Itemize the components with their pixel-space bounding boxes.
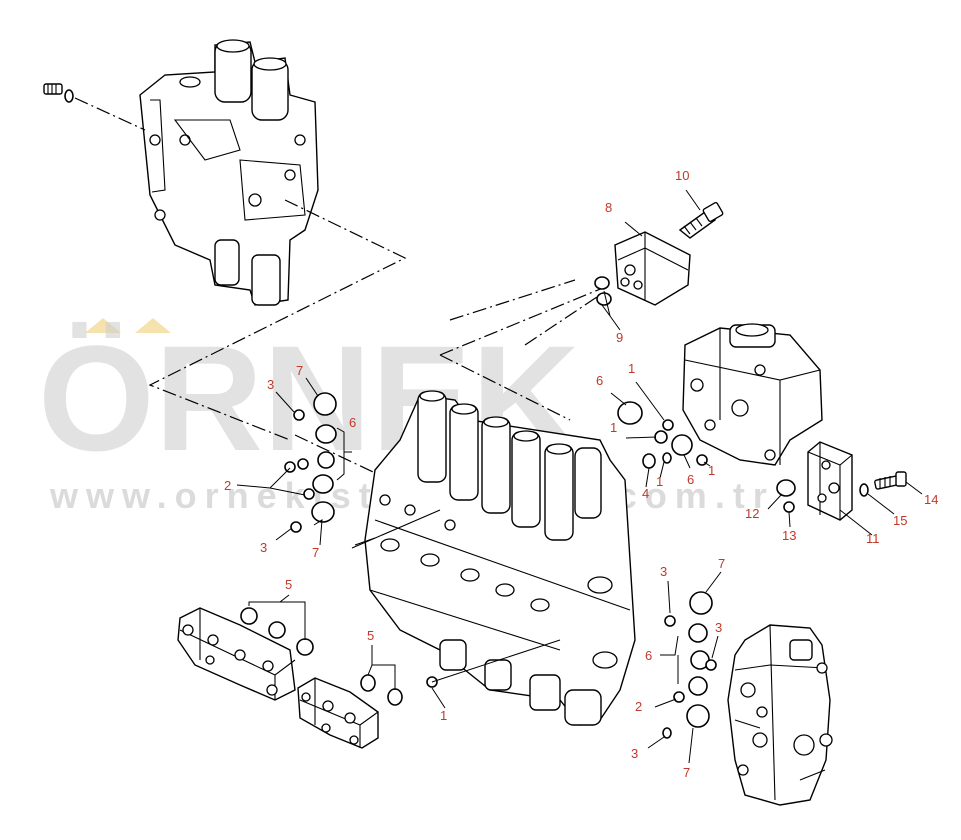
callout-6-right: 6 — [687, 472, 694, 487]
callout-3-right-c: 3 — [631, 746, 638, 761]
callout-3-lower-left: 3 — [260, 540, 267, 555]
callout-3-right-a: 3 — [660, 564, 667, 579]
callout-5-upper: 5 — [285, 577, 292, 592]
callout-7-lower-left: 7 — [312, 545, 319, 560]
callout-6-bottom-right: 6 — [645, 648, 652, 663]
callout-7-right-a: 7 — [718, 556, 725, 571]
valve-section-top-left — [139, 39, 319, 306]
end-cover-right — [682, 323, 823, 466]
flange-bottom-left — [177, 607, 296, 701]
cover-block-8 — [614, 231, 691, 306]
callout-7-right-b: 7 — [683, 765, 690, 780]
o-rings-right-cover — [617, 401, 708, 469]
callout-3-upper-left: 3 — [267, 377, 274, 392]
callouts: 8 10 9 6 1 1 4 1 6 1 12 13 11 15 14 3 7 … — [224, 168, 938, 780]
plate-11 — [807, 441, 853, 521]
callout-2-right: 2 — [635, 699, 642, 714]
callout-1-e: 1 — [440, 708, 447, 723]
callout-11: 11 — [866, 531, 880, 546]
callout-10: 10 — [675, 168, 689, 183]
watermark-accent-right — [135, 318, 171, 333]
callout-15: 15 — [893, 513, 907, 528]
callout-1-b: 1 — [610, 420, 617, 435]
callout-6-left: 6 — [349, 415, 356, 430]
callout-13: 13 — [782, 528, 796, 543]
assembly-lines — [74, 97, 611, 481]
bolt-10 — [678, 201, 724, 239]
callout-3-right-b: 3 — [715, 620, 722, 635]
callout-1-d: 1 — [708, 463, 715, 478]
o-rings-bottom-right — [662, 591, 717, 739]
o-rings-9 — [594, 276, 612, 306]
callout-7-upper-left: 7 — [296, 363, 303, 378]
flange-bottom-center — [297, 677, 379, 749]
watermark-accent-left — [85, 318, 121, 333]
o-rings-5-lower — [360, 674, 403, 706]
main-valve-block — [351, 390, 636, 726]
leader-lines — [236, 189, 923, 764]
callout-14: 14 — [924, 492, 938, 507]
callout-4: 4 — [642, 486, 649, 501]
callout-12: 12 — [745, 506, 759, 521]
callout-9: 9 — [616, 330, 623, 345]
o-ring-13 — [783, 501, 795, 513]
o-ring-12 — [776, 479, 796, 497]
bolt-top-left — [43, 83, 74, 103]
callout-1-a: 1 — [628, 361, 635, 376]
callout-1-c: 1 — [656, 474, 663, 489]
valve-section-bottom-right — [727, 624, 833, 806]
callout-5-lower: 5 — [367, 628, 374, 643]
o-rings-left — [284, 392, 337, 533]
callout-2-left: 2 — [224, 478, 231, 493]
o-rings-5-upper — [240, 607, 314, 656]
callout-8: 8 — [605, 200, 612, 215]
bolt-14 — [874, 471, 907, 490]
washer-15 — [859, 483, 869, 497]
callout-6-upper-right: 6 — [596, 373, 603, 388]
